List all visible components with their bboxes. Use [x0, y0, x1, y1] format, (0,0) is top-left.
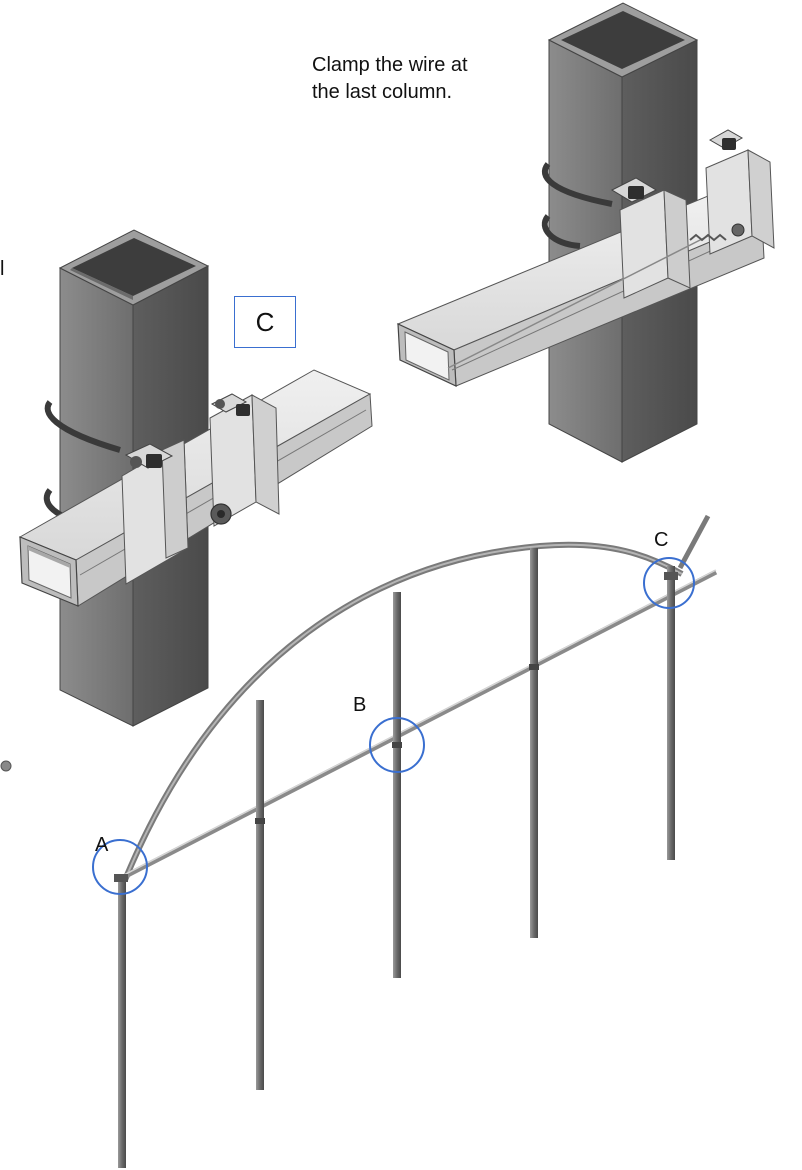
point-label-b: B: [353, 694, 367, 716]
post-4: [530, 548, 538, 938]
left-u-bolt-upper: [44, 400, 121, 453]
arch-frame: [92, 514, 718, 1168]
right-wire-tensioner: [689, 233, 727, 242]
edge-text-fragment: l: [0, 258, 5, 280]
post-c: [667, 566, 675, 860]
right-clamp-sleeve-front: [619, 189, 669, 299]
loose-bolt-fragment: [0, 760, 12, 772]
right-u-bolt-lower: [541, 214, 581, 249]
point-b-circle: [369, 717, 425, 773]
point-a-circle: [92, 839, 148, 895]
right-column-detail: [396, 2, 775, 463]
arch-tube: [122, 541, 684, 882]
point-c-circle: [643, 557, 695, 609]
instruction-caption: Clamp the wire at the last column.: [312, 54, 468, 103]
post-b: [393, 592, 401, 978]
point-label-c: C: [654, 529, 669, 551]
left-column-detail: [18, 229, 373, 727]
detail-box-label: C: [234, 296, 296, 348]
right-clamped-wire: [447, 235, 709, 369]
end-wire: [677, 514, 711, 570]
point-label-a: A: [95, 834, 109, 856]
post-a: [118, 876, 126, 1168]
post-2: [256, 700, 264, 1090]
right-u-bolt-upper: [541, 162, 613, 207]
